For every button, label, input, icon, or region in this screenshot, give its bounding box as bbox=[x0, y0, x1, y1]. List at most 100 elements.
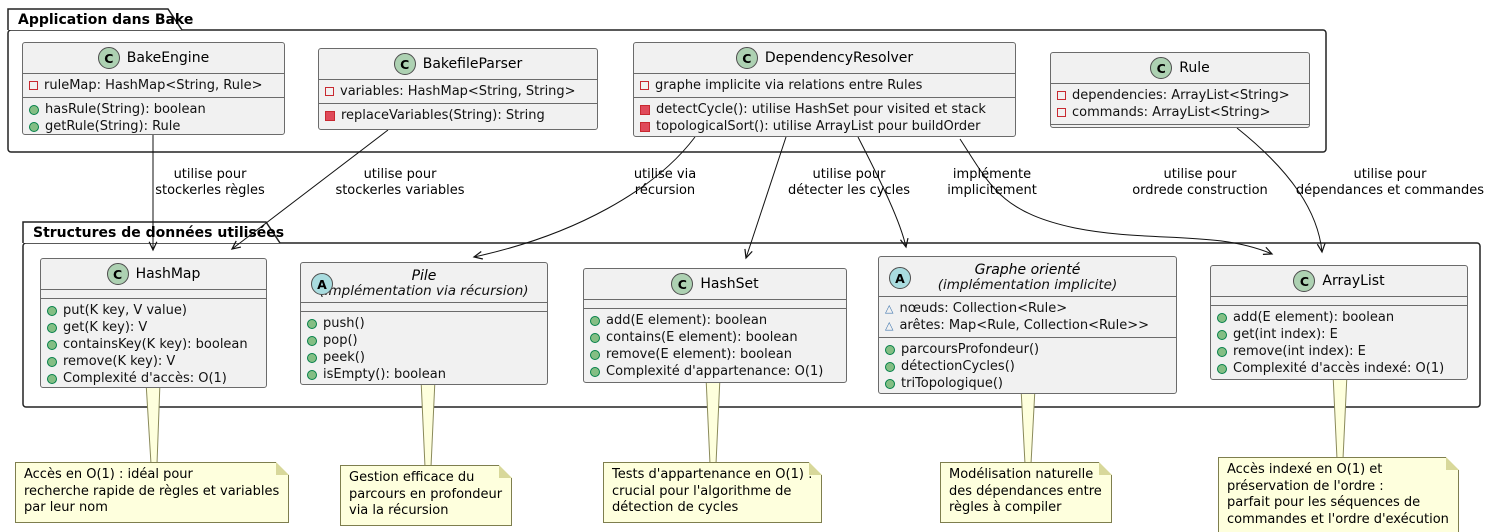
method-row: Complexité d'accès: O(1) bbox=[47, 370, 260, 387]
method-row: remove(E element): boolean bbox=[590, 346, 840, 363]
class-box-hashmap: C HashMap put(K key, V value) get(K key)… bbox=[40, 258, 267, 388]
field-text: ruleMap: HashMap<String, Rule> bbox=[44, 78, 263, 93]
arrow-dependencyresolver-to-hashset bbox=[744, 136, 787, 260]
class-header: C ArrayList bbox=[1211, 266, 1467, 296]
package-field-triangle-icon: △ bbox=[885, 301, 894, 315]
class-box-bakefileparser: C BakefileParser variables: HashMap<Stri… bbox=[318, 48, 598, 130]
note-text: Tests d'appartenance en O(1) : crucial p… bbox=[612, 467, 813, 515]
method-row: get(int index): E bbox=[1217, 326, 1461, 343]
private-method-icon bbox=[325, 110, 335, 121]
method-text: get(K key): V bbox=[63, 320, 148, 335]
public-method-icon bbox=[307, 335, 317, 346]
field-row: dependencies: ArrayList<String> bbox=[1057, 87, 1303, 104]
private-method-icon bbox=[640, 121, 650, 132]
arrow-dependencyresolver-to-arraylist bbox=[959, 138, 1274, 255]
note-text: Modélisation naturelle des dépendances e… bbox=[949, 467, 1102, 515]
method-row: hasRule(String): boolean bbox=[29, 101, 278, 118]
private-method-icon bbox=[640, 104, 650, 115]
public-method-icon bbox=[1217, 363, 1227, 374]
method-text: isEmpty(): boolean bbox=[323, 367, 446, 382]
class-box-hashset: C HashSet add(E element): boolean contai… bbox=[583, 268, 847, 383]
method-text: Complexité d'accès indexé: O(1) bbox=[1233, 361, 1445, 376]
class-header: C BakeEngine bbox=[23, 43, 284, 73]
methods-compartment: parcoursProfondeur() détectionCycles() t… bbox=[879, 337, 1176, 395]
class-name: HashMap bbox=[135, 266, 201, 282]
method-row: getRule(String): Rule bbox=[29, 118, 278, 135]
method-row: détectionCycles() bbox=[885, 358, 1170, 375]
method-row: replaceVariables(String): String bbox=[325, 107, 591, 124]
method-row: remove(K key): V bbox=[47, 353, 260, 370]
methods-compartment: put(K key, V value) get(K key): V contai… bbox=[41, 298, 266, 390]
method-text: hasRule(String): boolean bbox=[45, 102, 206, 117]
method-row: topologicalSort(): utilise ArrayList pou… bbox=[640, 118, 1009, 135]
class-icon: C bbox=[393, 53, 416, 75]
fields-compartment: ruleMap: HashMap<String, Rule> bbox=[23, 73, 284, 97]
method-text: Complexité d'accès: O(1) bbox=[63, 371, 227, 386]
note-hashmap: Accès en O(1) : idéal pour recherche rap… bbox=[15, 462, 290, 523]
abstract-class-icon: A bbox=[889, 267, 911, 289]
edge-label: utilise pour dépendances et commandes bbox=[1295, 167, 1485, 198]
class-name: DependencyResolver bbox=[764, 50, 914, 66]
private-field-icon bbox=[325, 87, 334, 96]
method-row: add(E element): boolean bbox=[1217, 309, 1461, 326]
class-name: BakefileParser bbox=[422, 56, 523, 72]
class-icon: C bbox=[106, 263, 129, 285]
method-row: remove(int index): E bbox=[1217, 343, 1461, 360]
methods-compartment-empty bbox=[1051, 124, 1309, 133]
note-connector-pile bbox=[420, 378, 436, 468]
method-text: détectionCycles() bbox=[901, 359, 1015, 374]
public-method-icon bbox=[590, 366, 600, 377]
fields-compartment: variables: HashMap<String, String> bbox=[319, 79, 597, 103]
class-icon: C bbox=[1293, 270, 1316, 292]
note-connector-graphe bbox=[1020, 387, 1036, 465]
fields-compartment-empty bbox=[1211, 296, 1467, 305]
edge-label: utilise pour détecter les cycles bbox=[788, 167, 910, 198]
package-application-tab bbox=[7, 8, 183, 31]
method-row: parcoursProfondeur() bbox=[885, 341, 1170, 358]
public-method-icon bbox=[307, 318, 317, 329]
class-icon: C bbox=[1150, 57, 1173, 79]
package-title-structures: Structures de données utilisées bbox=[33, 225, 285, 241]
class-name: HashSet bbox=[700, 276, 759, 292]
public-method-icon bbox=[590, 315, 600, 326]
methods-compartment: push() pop() peek() isEmpty(): boolean bbox=[301, 311, 547, 386]
edge-label: implémente implicitement bbox=[947, 167, 1037, 198]
method-text: peek() bbox=[323, 350, 365, 365]
public-method-icon bbox=[590, 332, 600, 343]
public-method-icon bbox=[47, 356, 57, 367]
methods-compartment: detectCycle(): utilise HashSet pour visi… bbox=[634, 97, 1015, 138]
class-header: C HashSet bbox=[584, 269, 846, 299]
fields-compartment: dependencies: ArrayList<String> commands… bbox=[1051, 83, 1309, 124]
package-title-application: Application dans Bake bbox=[18, 12, 194, 28]
method-text: get(int index): E bbox=[1233, 327, 1338, 342]
method-text: add(E element): boolean bbox=[1233, 310, 1395, 325]
private-field-icon bbox=[1057, 91, 1066, 100]
class-name: BakeEngine bbox=[126, 50, 210, 66]
arrow-rule-to-arraylist bbox=[1236, 127, 1326, 254]
note-fold-icon bbox=[276, 462, 290, 475]
public-method-icon bbox=[47, 305, 57, 316]
fields-compartment-empty bbox=[301, 302, 547, 311]
arrow-bakefileparser-to-hashmap bbox=[230, 129, 389, 250]
method-text: containsKey(K key): boolean bbox=[63, 337, 248, 352]
public-method-icon bbox=[29, 104, 39, 115]
edge-label: utilise pour ordrede construction bbox=[1132, 167, 1268, 198]
method-text: replaceVariables(String): String bbox=[341, 108, 545, 123]
note-fold-icon bbox=[1098, 462, 1112, 475]
class-box-bakeengine: C BakeEngine ruleMap: HashMap<String, Ru… bbox=[22, 42, 285, 135]
class-header: A Pile (implémentation via récursion) bbox=[301, 263, 547, 302]
method-text: remove(E element): boolean bbox=[606, 347, 792, 362]
method-text: pop() bbox=[323, 333, 358, 348]
public-method-icon bbox=[307, 369, 317, 380]
note-fold-icon bbox=[499, 465, 513, 478]
method-row: triTopologique() bbox=[885, 375, 1170, 392]
note-arraylist: Accès indexé en O(1) et préservation de … bbox=[1218, 457, 1459, 532]
field-row: commands: ArrayList<String> bbox=[1057, 104, 1303, 121]
class-name: Rule bbox=[1179, 60, 1210, 76]
class-name: ArrayList bbox=[1322, 273, 1385, 289]
fields-compartment: graphe implicite via relations entre Rul… bbox=[634, 73, 1015, 97]
class-name: Graphe orienté bbox=[974, 262, 1081, 278]
method-text: Complexité d'appartenance: O(1) bbox=[606, 364, 824, 379]
class-name: Pile bbox=[411, 268, 437, 284]
private-field-icon bbox=[1057, 108, 1066, 117]
